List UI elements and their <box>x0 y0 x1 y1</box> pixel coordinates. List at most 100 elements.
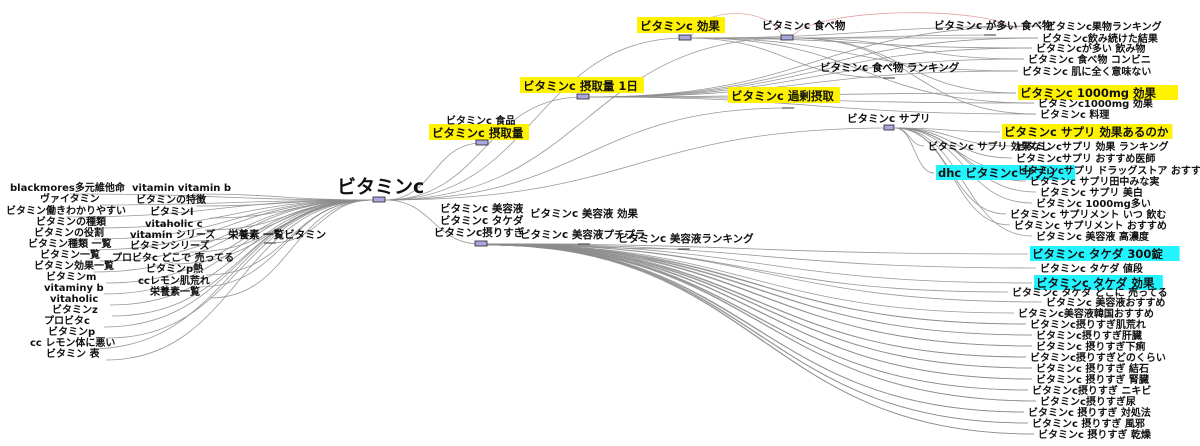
highlight-box <box>936 165 1076 180</box>
hub-kouka-label: ビタミンc 効果 <box>640 19 720 33</box>
hub-node <box>883 124 895 131</box>
highlight-box <box>1034 275 1163 290</box>
right-keyword-label: ビタミンc サプリ 効果なし <box>928 140 1051 153</box>
right-keyword-label: ビタミンc サプリメント いつ 飲む <box>1010 208 1166 221</box>
edge <box>269 199 374 244</box>
hub-sesshuryou-1nichi-label: ビタミンc 摂取量 1日 <box>523 79 638 93</box>
edge <box>486 244 1025 413</box>
right-keyword-label: ビタミンcが多い 飲み物 <box>1036 42 1145 55</box>
edge <box>486 244 1033 380</box>
hub-eiyouso-label: 栄養素 一覧ビタミン <box>227 228 326 241</box>
left-keyword-label: ビタミンの特徴 <box>136 193 207 206</box>
right-keyword-label: ビタミンc 摂りすぎ 対処法 <box>1028 406 1151 419</box>
edge <box>197 199 374 288</box>
edge <box>486 243 1029 424</box>
left-keyword-label: blackmores多元維他命 <box>10 181 126 194</box>
edge <box>486 244 1033 336</box>
hub-node <box>475 139 489 146</box>
right-keyword-label: ビタミンc 料理 <box>1040 108 1109 121</box>
right-keyword-label: ビタミンcサプリ ドラッグストア おすすめ <box>1018 164 1200 177</box>
graph-edges <box>65 12 1043 435</box>
edge <box>486 244 1035 435</box>
right-keyword-label: ビタミンc果物ランキング <box>1046 20 1162 33</box>
edge <box>486 244 1027 325</box>
right-keyword-label: ビタミンc 摂りすぎ 風邪 <box>1032 417 1145 430</box>
right-keyword-label: ビタミンc 肌に全く意味ない <box>1022 65 1151 78</box>
hub-tabemono-label: ビタミンc 食べ物 <box>762 19 846 32</box>
edge <box>588 25 1043 98</box>
right-keyword-label: ビタミンc 摂りすぎ下痢 <box>1036 340 1145 353</box>
right-keyword-label: ビタミンc飲み続けた結果 <box>1042 32 1159 45</box>
hub-node <box>576 93 590 100</box>
left-keyword-label: ビタミンl <box>150 205 193 218</box>
root-label: ビタミンc <box>337 176 424 198</box>
left-keyword-label: ビタミンp <box>48 325 95 338</box>
hub-biyoueki-kouka-label: ビタミンc 美容液 効果 <box>530 207 639 220</box>
hub-highlight-box <box>637 17 725 33</box>
left-keyword-label: プロビタc <box>44 314 90 327</box>
right-keyword-label: ビタミンc 食べ物 コンビニ <box>1028 53 1151 66</box>
label-highlights <box>429 17 1180 290</box>
right-keyword-label: ビタミンc 美容液おすすめ <box>1046 296 1165 309</box>
left-keyword-label: ビタミンz <box>52 303 98 316</box>
hub-highlight-box <box>728 87 840 103</box>
left-keyword-label: ビタミン 表 <box>46 347 100 360</box>
highlight-box <box>1002 124 1173 139</box>
hub-takeda-label: ビタミンc タケダ <box>440 214 524 227</box>
hub-torisugi-label: ビタミンc摂りすぎ <box>434 226 525 239</box>
right-keyword-label: ビタミンcサプリ 効果 ランキング <box>1016 140 1169 153</box>
hub-shokuhin-label: ビタミンc 食品 <box>446 114 515 127</box>
hub-tabemono-ranking-label: ビタミンc 食べ物 ランキング <box>820 61 960 74</box>
left-keyword-label: ビタミンの種類 <box>36 215 107 228</box>
right-keyword-label: ビタミンc サプリ田中みな実 <box>1030 175 1159 188</box>
left-keyword-label: ビタミン効果一覧 <box>34 259 114 272</box>
right-keyword-label: ビタミンc サプリ 美白 <box>1040 186 1143 199</box>
hub-supuri-label: ビタミンc サプリ <box>847 112 930 125</box>
right-keyword-label: ビタミンc1000mg 効果 <box>1038 97 1154 110</box>
edge <box>690 25 1043 39</box>
hub-biyoueki-ranking-label: ビタミンc 美容液ランキング <box>618 232 754 245</box>
edge <box>209 199 374 299</box>
edge <box>486 243 1033 369</box>
graph-nodes <box>264 34 996 250</box>
edge <box>65 199 374 218</box>
right-keyword-label: ビタミンc 美容液 高濃度 <box>1036 230 1150 243</box>
right-keyword-label: ビタミンc 摂りすぎ 結石 <box>1036 362 1149 375</box>
edge <box>384 96 584 201</box>
edge <box>588 37 1039 98</box>
right-keyword-label: ビタミンc摂りすぎ肌荒れ <box>1030 318 1146 331</box>
left-keyword-label: ヴァイタミン <box>40 192 100 205</box>
edge <box>87 199 374 251</box>
left-keyword-label: vitaminy b <box>44 283 104 294</box>
right-keyword-label: ビタミンc美容液韓国おすすめ <box>1018 307 1154 320</box>
edge <box>109 199 374 306</box>
right-keyword-label: ビタミンc 摂りすぎ 乾燥 <box>1038 428 1152 441</box>
hub-ooi-tabemono-label: ビタミンc が多い 食べ物 <box>934 19 1053 32</box>
edge <box>95 199 374 229</box>
edge <box>486 243 1029 391</box>
right-keyword-label: ビタミンc タケダ 値段 <box>1040 262 1143 275</box>
highlight-box <box>1030 246 1180 261</box>
right-keyword-label: ビタミンc摂りすぎ肝臓 <box>1036 329 1142 342</box>
left-keyword-label: ビタミンの役割 <box>34 226 104 239</box>
left-keyword-label: ビタミン種類 一覧 <box>28 237 111 250</box>
edge <box>486 244 1027 358</box>
edge <box>89 199 374 350</box>
edge <box>684 37 890 79</box>
right-keyword-label: ビタミンc タケダ どこに 売ってる <box>1012 286 1168 299</box>
left-keyword-label: プロビタc どこで 売ってる <box>112 251 234 264</box>
edge <box>384 199 482 245</box>
right-keyword-label: ビタミンc摂りすぎ ニキビ <box>1032 384 1151 397</box>
hub-highlight-box <box>429 124 529 140</box>
left-keyword-label: ビタミンm <box>46 270 96 283</box>
edge <box>486 243 1027 325</box>
right-keyword-label: ビタミンc 1000mg 効果 <box>1020 86 1157 100</box>
edge <box>107 199 374 339</box>
hub-sesshuryou-label: ビタミンc 摂取量 <box>432 126 524 140</box>
right-keyword-label: ビタミンc 1000mg多い <box>1036 197 1151 210</box>
left-keyword-label: vitamin vitamin b <box>132 183 231 194</box>
edge <box>791 12 1019 37</box>
hub-highlight-box <box>520 77 644 93</box>
edge <box>486 243 1043 303</box>
